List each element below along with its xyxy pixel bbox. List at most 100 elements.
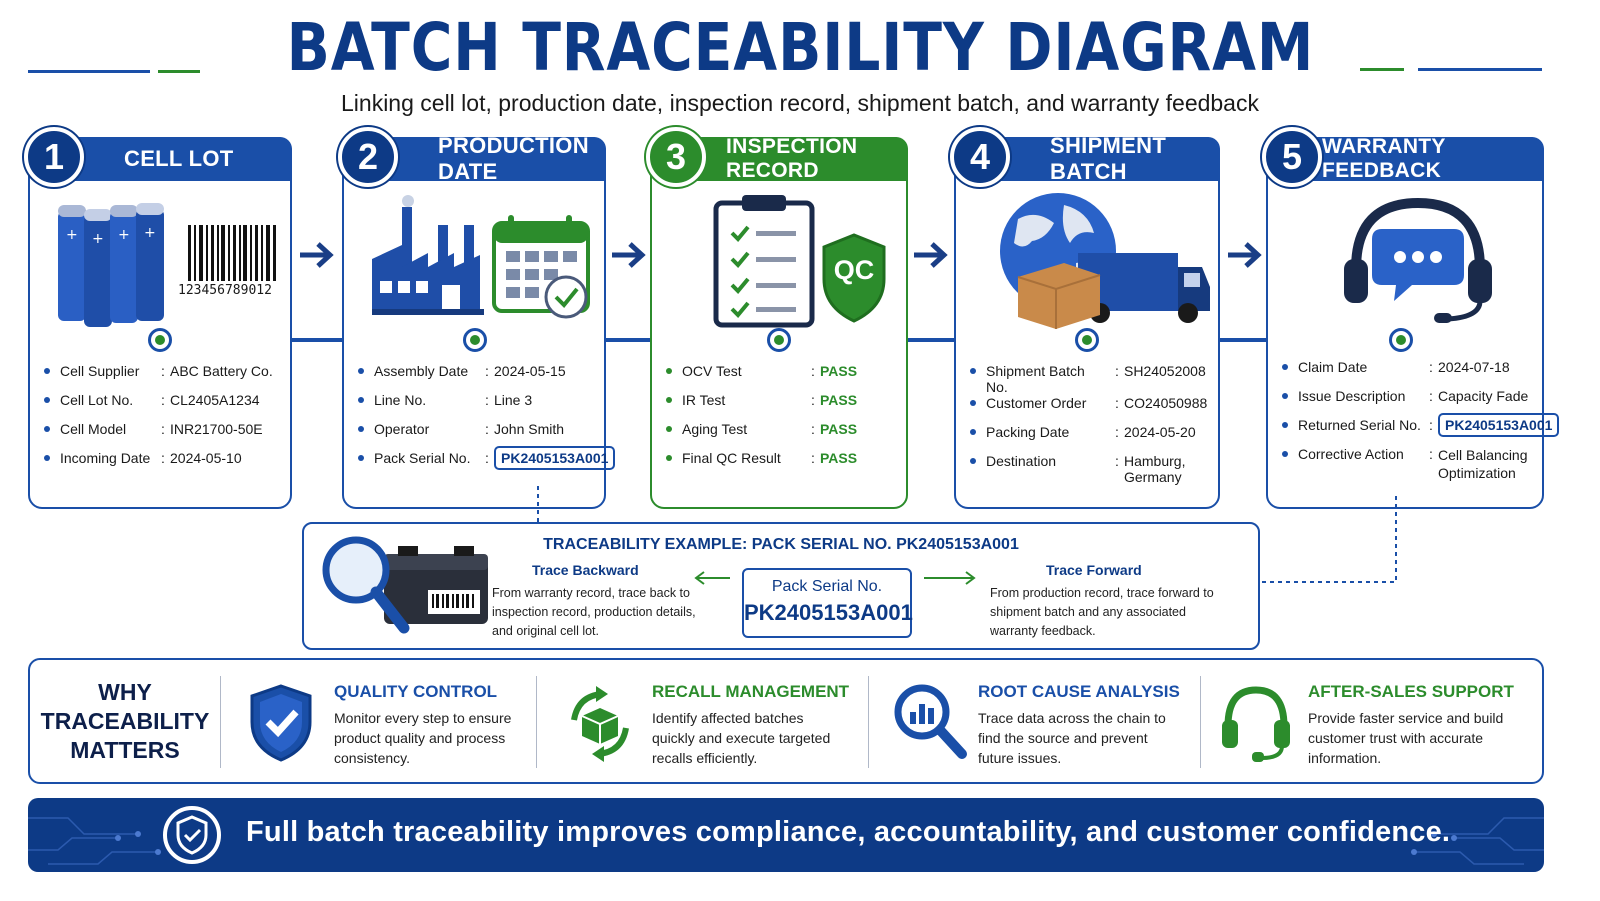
arrow-right-icon <box>1228 242 1262 268</box>
page-title: BATCH TRACEABILITY DIAGRAM <box>286 9 1314 86</box>
timeline-node <box>767 328 791 352</box>
title-decoration-left <box>28 70 150 73</box>
timeline-node <box>1075 328 1099 352</box>
step-production-date: 2 PRODUCTION DATE <box>338 127 616 509</box>
field-row: Aging Test:PASS <box>666 421 896 450</box>
shield-check-icon <box>163 806 221 864</box>
returned-serial-box: PK2405153A001 <box>1438 413 1560 437</box>
field-row: Cell Model:INR21700-50E <box>44 421 280 450</box>
step-fields: Claim Date:2024-07-18 Issue Description:… <box>1282 359 1560 482</box>
divider <box>868 676 869 768</box>
field-row: Destination:Hamburg, Germany <box>970 453 1208 485</box>
divider <box>220 676 221 768</box>
step-fields: Shipment Batch No.:SH24052008 Customer O… <box>970 363 1208 485</box>
field-row: Claim Date:2024-07-18 <box>1282 359 1532 388</box>
pack-serial-value: PK2405153A001 <box>744 600 913 625</box>
step-shipment-batch: 4 SHIPMENT BATCH Shipment Batch No.:SH24… <box>950 127 1220 509</box>
field-row: OCV Test:PASS <box>666 363 896 392</box>
qc-badge-text: QC <box>833 255 875 285</box>
field-row: Incoming Date:2024-05-10 <box>44 450 280 479</box>
arrow-left-icon <box>694 571 730 585</box>
headset-chat-icon <box>1278 189 1532 339</box>
why-item-text: Provide faster service and build custome… <box>1308 710 1504 766</box>
dashed-connector-left <box>537 486 539 524</box>
arrow-right-icon <box>300 242 334 268</box>
why-item-text: Trace data across the chain to find the … <box>978 710 1166 766</box>
pack-serial-label: Pack Serial No. <box>771 578 883 595</box>
field-row: Returned Serial No.:PK2405153A001 <box>1282 413 1560 446</box>
battery-cells-icon: + + + + 123456789012 <box>40 189 280 339</box>
why-item-title: QUALITY CONTROL <box>334 682 498 701</box>
field-row: Final QC Result:PASS <box>666 450 896 479</box>
trace-backward-title: Trace Backward <box>532 562 639 578</box>
step-title: PRODUCTION DATE <box>364 133 606 184</box>
why-title: WHY TRACEABILITY MATTERS <box>40 679 210 763</box>
trace-backward-text: From warranty record, trace back to insp… <box>492 586 696 638</box>
svg-text:+: + <box>66 227 78 243</box>
circuit-decoration <box>28 817 1544 865</box>
globe-truck-icon <box>966 189 1210 339</box>
step-title: CELL LOT <box>50 137 292 181</box>
pack-serial-box: PK2405153A001 <box>494 446 616 470</box>
step-warranty-feedback: 5 WARRANTY FEEDBACK Claim Date:2024-07-1… <box>1262 127 1560 509</box>
why-item-text: Identify affected batches quickly and ex… <box>652 710 831 766</box>
step-inspection-record: 3 INSPECTION RECORD QC OCV Test:PASS IR … <box>646 127 908 509</box>
dashed-connector-right <box>1258 496 1397 583</box>
example-title: TRACEABILITY EXAMPLE: PACK SERIAL NO. PK… <box>543 536 1019 553</box>
field-row: Corrective Action:Cell Balancing Optimiz… <box>1282 446 1532 482</box>
field-row: Line No.:Line 3 <box>358 392 594 421</box>
step-number: 5 <box>1262 127 1322 187</box>
step-cell-lot: 1 CELL LOT + + + + <box>24 127 292 509</box>
arrow-right-icon <box>612 242 646 268</box>
step-fields: Assembly Date:2024-05-15 Line No.:Line 3… <box>358 363 616 479</box>
step-number: 4 <box>950 127 1010 187</box>
pack-serial-card: Pack Serial No. PK2405153A001 <box>742 568 913 638</box>
arrow-right-icon <box>924 571 976 585</box>
summary-banner: Full batch traceability improves complia… <box>28 798 1544 872</box>
clipboard-qc-icon: QC <box>662 189 896 339</box>
field-row: Customer Order:CO24050988 <box>970 395 1208 424</box>
field-row: Shipment Batch No.:SH24052008 <box>970 363 1208 395</box>
traceability-example: TRACEABILITY EXAMPLE: PACK SERIAL NO. PK… <box>302 522 1260 650</box>
field-row: Assembly Date:2024-05-15 <box>358 363 594 392</box>
shield-check-icon <box>250 684 312 762</box>
step-number: 3 <box>646 127 706 187</box>
step-title: WARRANTY FEEDBACK <box>1288 135 1544 182</box>
timeline-node <box>1389 328 1413 352</box>
page-subtitle: Linking cell lot, production date, inspe… <box>341 90 1259 116</box>
step-title: SHIPMENT BATCH <box>976 133 1220 184</box>
field-row: IR Test:PASS <box>666 392 896 421</box>
why-traceability-panel: WHY TRACEABILITY MATTERS QUALITY CONTROL… <box>28 658 1544 784</box>
title-decoration-right <box>1418 68 1542 71</box>
title-decoration-left-accent <box>158 70 200 73</box>
why-item-title: ROOT CAUSE ANALYSIS <box>978 682 1180 701</box>
why-item-title: RECALL MANAGEMENT <box>652 682 850 701</box>
timeline-node <box>148 328 172 352</box>
arrow-right-icon <box>914 242 948 268</box>
field-row: Pack Serial No.:PK2405153A001 <box>358 446 616 479</box>
why-item-text: Monitor every step to ensure product qua… <box>334 710 512 766</box>
field-row: Cell Lot No.:CL2405A1234 <box>44 392 280 421</box>
recycle-box-icon <box>571 686 629 762</box>
divider <box>536 676 537 768</box>
step-fields: OCV Test:PASS IR Test:PASS Aging Test:PA… <box>666 363 896 479</box>
magnifier-battery-icon <box>322 536 488 634</box>
svg-text:+: + <box>144 225 156 241</box>
magnifier-chart-icon <box>894 684 967 759</box>
header: BATCH TRACEABILITY DIAGRAM Linking cell … <box>0 8 1600 117</box>
factory-icon <box>354 189 594 339</box>
svg-text:+: + <box>118 227 130 243</box>
title-decoration-right-accent <box>1360 68 1404 71</box>
field-row: Issue Description:Capacity Fade <box>1282 388 1532 417</box>
why-item-title: AFTER-SALES SUPPORT <box>1308 682 1514 701</box>
timeline-node <box>463 328 487 352</box>
field-row: Packing Date:2024-05-20 <box>970 424 1208 453</box>
field-row: Cell Supplier:ABC Battery Co. <box>44 363 280 392</box>
step-fields: Cell Supplier:ABC Battery Co. Cell Lot N… <box>44 363 280 479</box>
banner-text: Full batch traceability improves complia… <box>246 816 1451 848</box>
step-number: 2 <box>338 127 398 187</box>
step-title: INSPECTION RECORD <box>672 135 908 182</box>
trace-forward-title: Trace Forward <box>1046 562 1142 578</box>
trace-forward-text: From production record, trace forward to… <box>990 586 1214 638</box>
headset-icon <box>1222 686 1290 762</box>
